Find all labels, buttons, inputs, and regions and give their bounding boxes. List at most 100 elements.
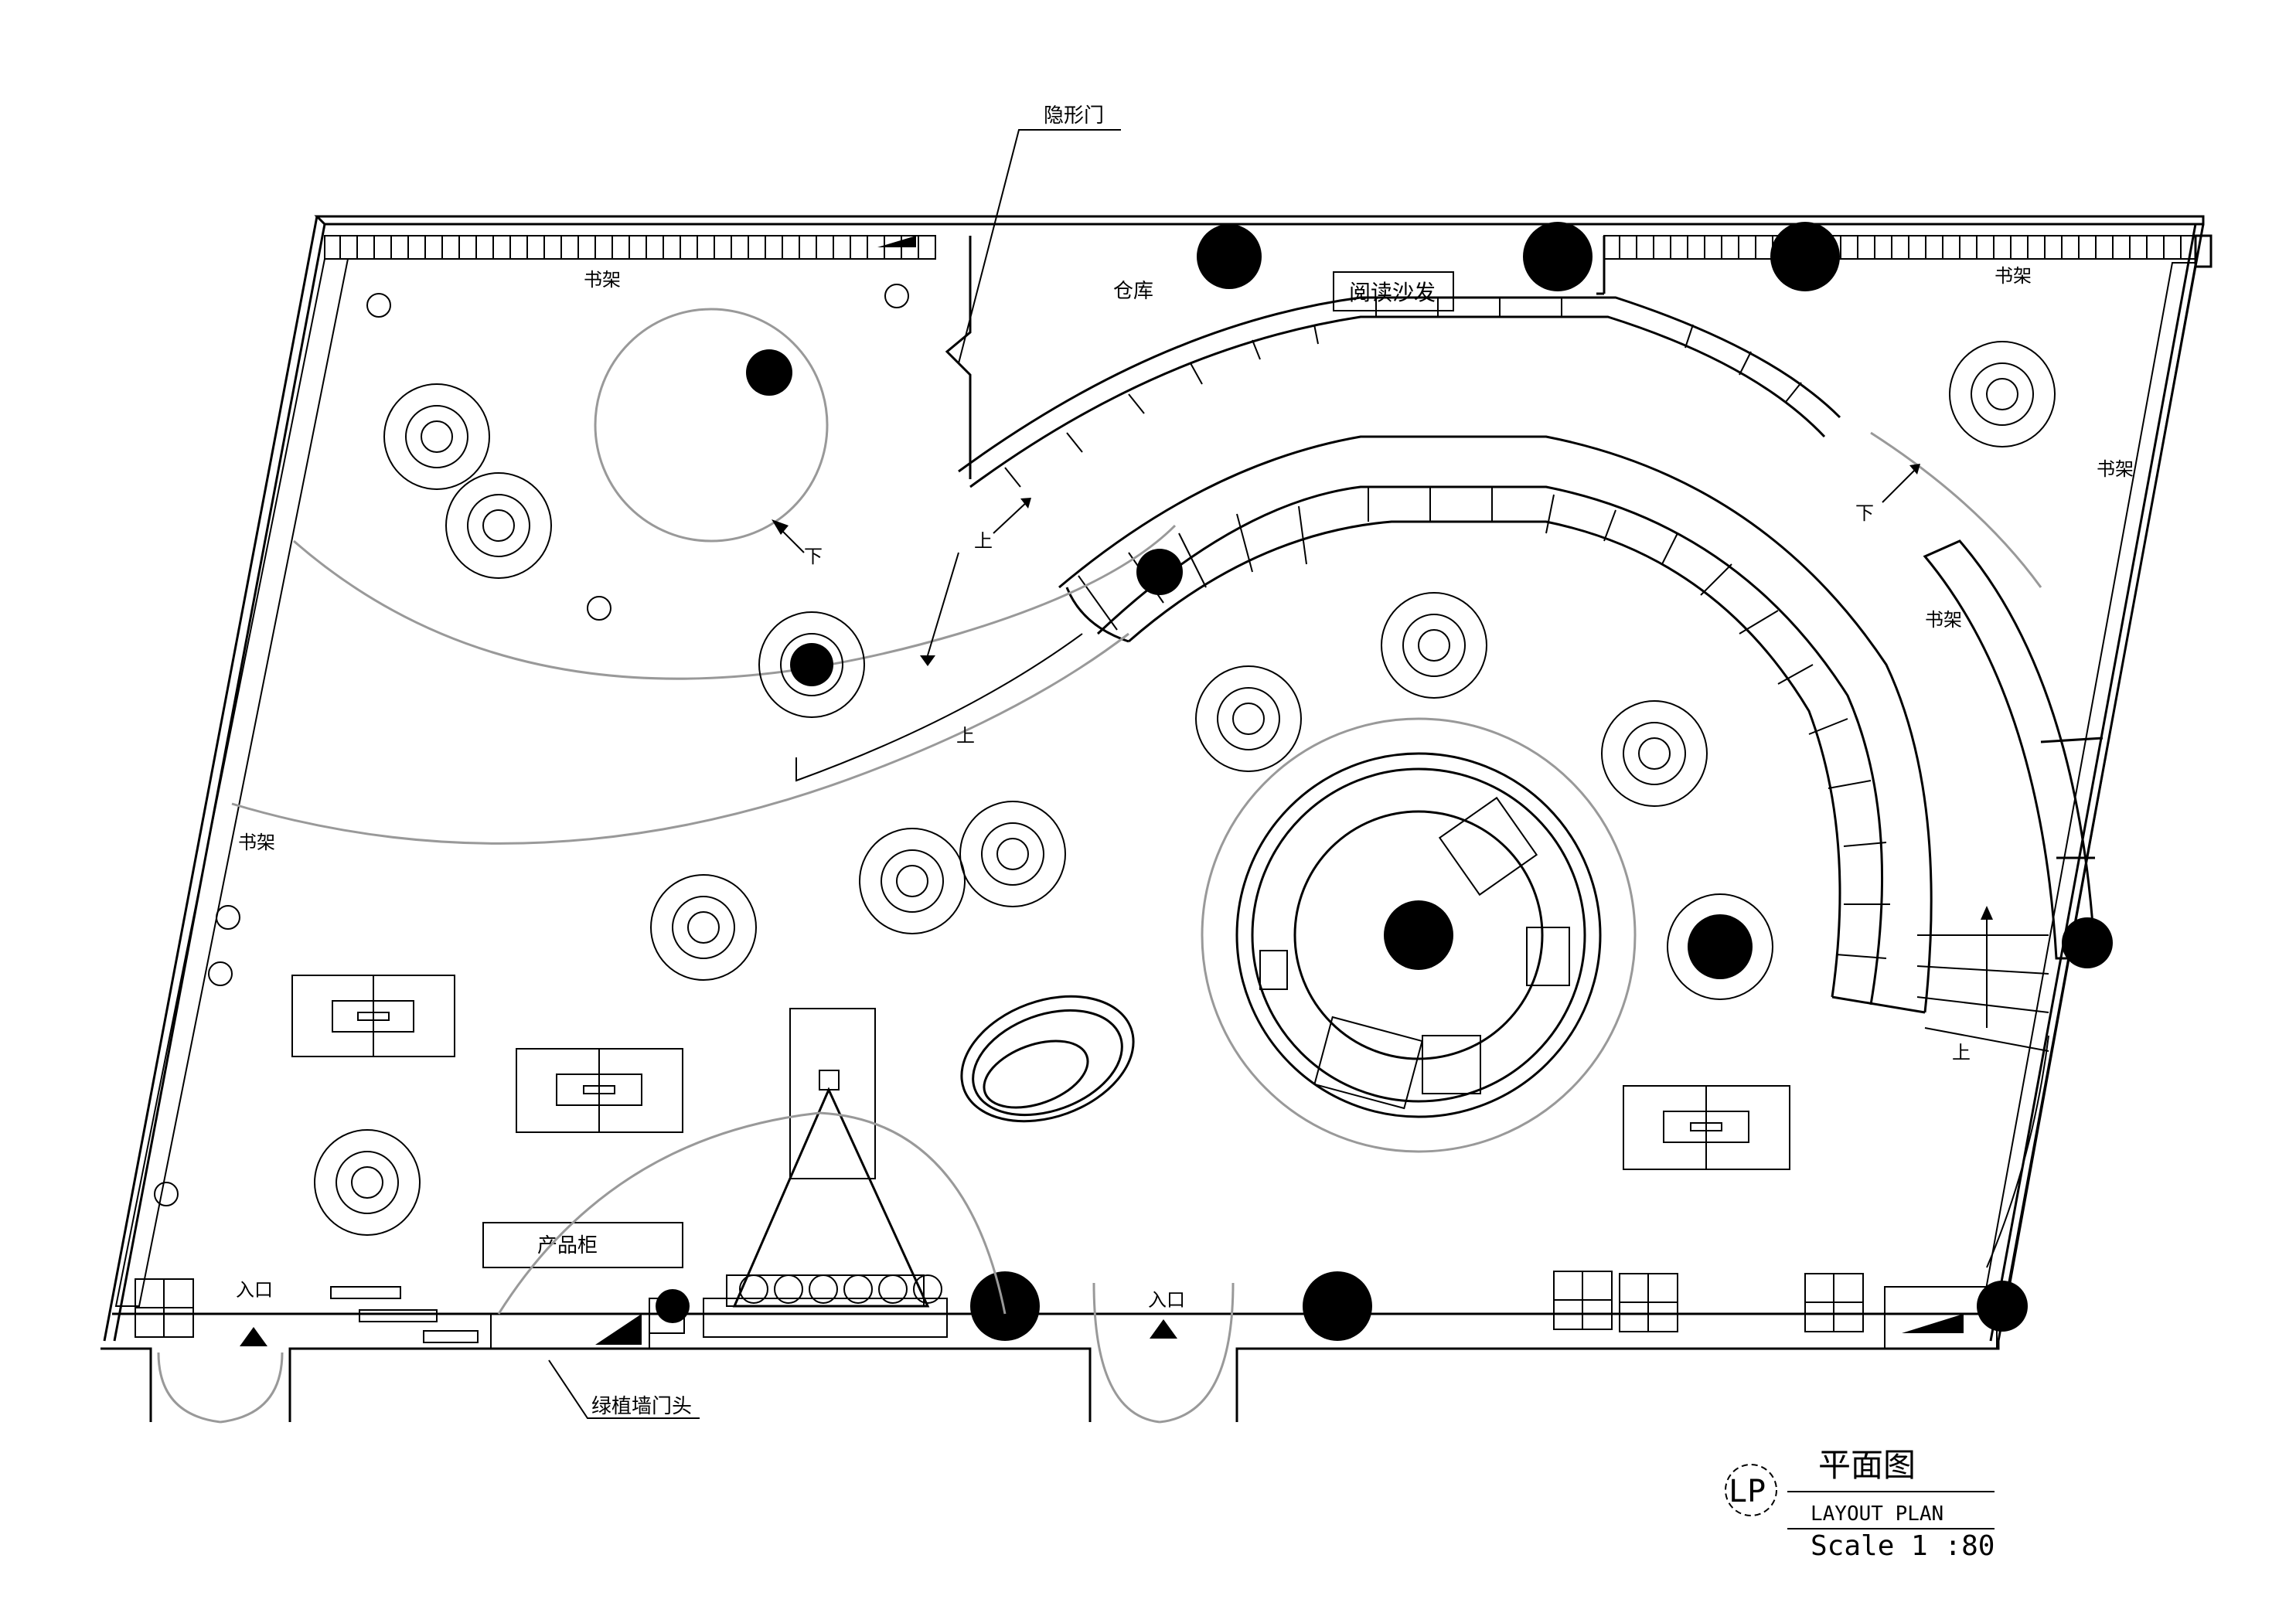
title-badge: LP [1729, 1474, 1766, 1509]
black-planter [970, 1271, 1040, 1341]
stool [774, 1274, 803, 1304]
round-table-core [1232, 703, 1265, 735]
counter-divider [1252, 339, 1261, 360]
round-table-inner [1402, 614, 1466, 677]
round-table [445, 472, 552, 579]
counter-divider [1178, 532, 1207, 588]
round-table-inner [1217, 687, 1280, 750]
label-green-wall-door-header: 绿植墙门头 [591, 1395, 692, 1418]
ramp-rail [795, 633, 1083, 782]
title-block: LP 平面图 LAYOUT PLAN Scale 1 :80 [1725, 1446, 1995, 1562]
black-planter [1136, 549, 1183, 595]
label-down-right: 下 [1855, 502, 1874, 524]
black-planter [1770, 222, 1840, 291]
black-planter [746, 349, 792, 396]
label-up-2: 上 [956, 725, 975, 747]
round-table [314, 1129, 421, 1236]
round-table-inner [672, 896, 735, 959]
bookshelf-right-inner [1923, 539, 2097, 960]
outer-walls [100, 215, 2205, 1422]
counter-divider [1603, 509, 1616, 542]
stool [913, 1274, 942, 1304]
round-table-core [896, 865, 928, 897]
label-hidden-door: 隐形门 [1044, 104, 1104, 128]
label-down-left: 下 [804, 546, 823, 567]
counter-divider [1777, 664, 1814, 685]
small-column [587, 596, 611, 621]
label-shelf-top-right: 书架 [1995, 265, 2032, 287]
small-column [208, 961, 233, 986]
oval-sofa [960, 995, 1135, 1123]
label-shelf-right-inner: 书架 [1925, 609, 1962, 631]
round-table-core [1638, 737, 1671, 770]
circulation-curve-lower [231, 632, 1129, 845]
small-column [216, 905, 240, 930]
round-table-inner [981, 822, 1044, 886]
warehouse-walls [945, 236, 1606, 479]
round-table [650, 874, 757, 981]
small-column [884, 284, 909, 308]
curved-reading-counter [958, 296, 1933, 1014]
counter-divider [1190, 362, 1203, 385]
round-table-core [421, 420, 453, 453]
stool [843, 1274, 873, 1304]
round-table-core [351, 1166, 383, 1199]
small-column [154, 1182, 179, 1206]
label-warehouse: 仓库 [1113, 280, 1153, 303]
bookshelf-top-right-strip [1603, 235, 2196, 260]
direction-arrows [772, 464, 1993, 1028]
counter-divider [1128, 393, 1145, 414]
counter-divider [1843, 842, 1887, 847]
counter-divider [1808, 718, 1848, 735]
label-up-1: 上 [974, 530, 993, 552]
bookshelf-left-strip [114, 258, 349, 1307]
title-scale: Scale 1 :80 [1811, 1530, 1995, 1562]
label-shelf-left: 书架 [238, 832, 275, 853]
counter-divider [1004, 467, 1021, 488]
round-table-inner [881, 849, 944, 913]
round-table [1667, 893, 1773, 1000]
counter-divider [1685, 324, 1694, 349]
label-product-cabinet: 产品柜 [537, 1234, 598, 1257]
counter-divider [1661, 532, 1678, 565]
bookshelf-right-strip [1981, 262, 2197, 1307]
round-table [1949, 341, 2056, 447]
reading-sofa-box [1333, 271, 1454, 311]
counter-divider [1066, 432, 1083, 453]
round-table-core [1418, 629, 1450, 662]
counter-divider [1828, 780, 1872, 789]
black-planter [1523, 222, 1593, 291]
counter-divider [1545, 494, 1555, 534]
counter-divider [1298, 505, 1307, 565]
label-up-3: 上 [1952, 1042, 1971, 1063]
product-cabinet [482, 1222, 683, 1268]
black-planter [2062, 917, 2113, 968]
counter-divider [1785, 382, 1802, 403]
title-cn: 平面图 [1818, 1446, 1916, 1484]
upper-left-ring [594, 308, 829, 543]
counter-divider [1236, 513, 1253, 573]
round-table [859, 828, 966, 934]
central-round-booth [1201, 717, 1637, 1153]
round-table-inner [1623, 722, 1686, 785]
label-entrance-left: 入口 [236, 1279, 273, 1301]
green-wall-leader [548, 1359, 700, 1419]
stool [878, 1274, 908, 1304]
hidden-door-leader [958, 129, 1121, 364]
title-en: LAYOUT PLAN [1811, 1502, 1943, 1526]
round-table [959, 801, 1066, 907]
counter-divider [1739, 351, 1752, 376]
counter-divider [1313, 324, 1319, 345]
label-shelf-right-wall: 书架 [2097, 458, 2134, 480]
stool [809, 1274, 838, 1304]
black-planter [1197, 224, 1262, 289]
round-table-inner [336, 1151, 399, 1214]
round-table-core [1986, 378, 2018, 410]
label-reading-sofa: 阅读沙发 [1349, 280, 1436, 305]
small-column [366, 293, 391, 318]
round-table-inner [467, 494, 530, 557]
counter-divider [1739, 610, 1779, 635]
display-tables [291, 975, 1790, 1170]
circulation-curve-upper [293, 524, 1177, 680]
